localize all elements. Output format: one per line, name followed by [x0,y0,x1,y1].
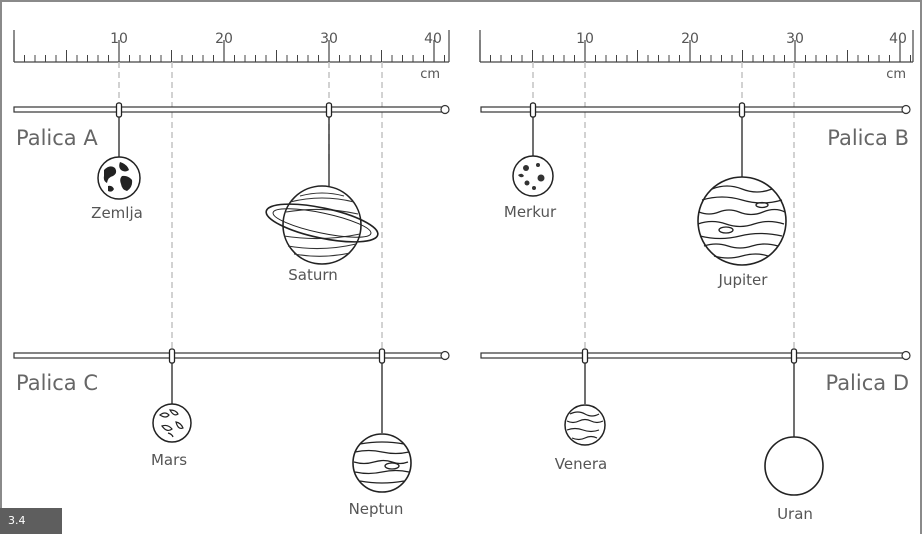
ruler-left-tick-label-40: 40 [424,31,442,47]
planet-neptun-globe [352,433,412,493]
planet-venera-globe [564,404,606,446]
hanger-clip-merkur [529,102,537,118]
planet-neptun [352,433,412,493]
planet-saturn-ring-inner [272,208,372,238]
ruler-left-tick-label-10: 10 [110,31,128,47]
planet-saturn-label: Saturn [288,266,338,284]
stick-b [480,104,911,115]
planet-zemlja-continents [103,162,133,192]
planet-merkur-globe [512,155,554,197]
ruler-right-tick-label-30: 30 [786,31,804,47]
planet-jupiter-label: Jupiter [718,271,769,289]
planet-saturn-ring-outer [265,203,379,243]
ruler-right-ticks [479,40,911,62]
hanger-clip-mars [168,348,176,364]
planet-neptun-bands [353,441,410,484]
ruler-left-unit: cm [420,67,440,82]
ruler-left-tick-label-20: 20 [215,31,233,47]
planet-venera [564,404,606,446]
ruler-right-unit: cm [886,67,906,82]
ruler-right: 10 20 30 40 cm [479,30,914,82]
planet-neptun-label: Neptun [349,500,404,518]
planet-venera-label: Venera [555,455,607,473]
planet-saturn [265,185,379,265]
stick-d-label: Palica D [825,371,909,395]
stick-d [480,350,911,361]
ruler-right-tick-label-10: 10 [576,31,594,47]
guide-lines [118,62,795,348]
hangers [115,102,798,437]
stick-a [13,104,450,115]
ruler-left-tick-label-30: 30 [320,31,338,47]
ruler-left: 10 20 30 40 cm [13,30,450,82]
stick-b-label: Palica B [827,126,909,150]
planet-jupiter [697,176,787,266]
figure-number-badge: 3.4 [0,508,62,534]
hanger-clip-saturn [325,102,333,118]
planet-jupiter-bands [697,185,786,259]
stick-c-label: Palica C [16,371,98,395]
stick-b-end-cap [901,104,911,115]
planet-venera-swirls [566,411,604,441]
stick-a-label: Palica A [16,126,98,150]
planet-uran-label: Uran [777,505,813,523]
ruler-right-tick-label-20: 20 [681,31,699,47]
planet-merkur [512,155,554,197]
stick-d-bar [480,352,906,359]
stick-b-bar [480,106,906,113]
planet-merkur-label: Merkur [504,203,557,221]
stick-a-end-cap [440,104,450,115]
planet-zemlja-label: Zemlja [91,204,143,222]
hanger-clip-uran [790,348,798,364]
hanger-clip-neptun [378,348,386,364]
planet-merkur-craters [518,163,545,190]
hanger-clip-zemlja [115,102,123,118]
stick-c [13,350,450,361]
hanger-clip-venera [581,348,589,364]
hanger-clip-jupiter [738,102,746,118]
planet-mars-markings [158,409,184,438]
planet-zemlja [97,156,141,200]
planet-mars-label: Mars [151,451,187,469]
planet-uran-globe [764,436,824,496]
stick-c-end-cap [440,350,450,361]
stick-a-bar [13,106,445,113]
ruler-left-ticks [13,40,445,62]
planet-mars [152,403,192,443]
planet-uran [764,436,824,496]
planet-jupiter-globe [697,176,787,266]
stick-d-end-cap [901,350,911,361]
ruler-right-tick-label-40: 40 [889,31,907,47]
